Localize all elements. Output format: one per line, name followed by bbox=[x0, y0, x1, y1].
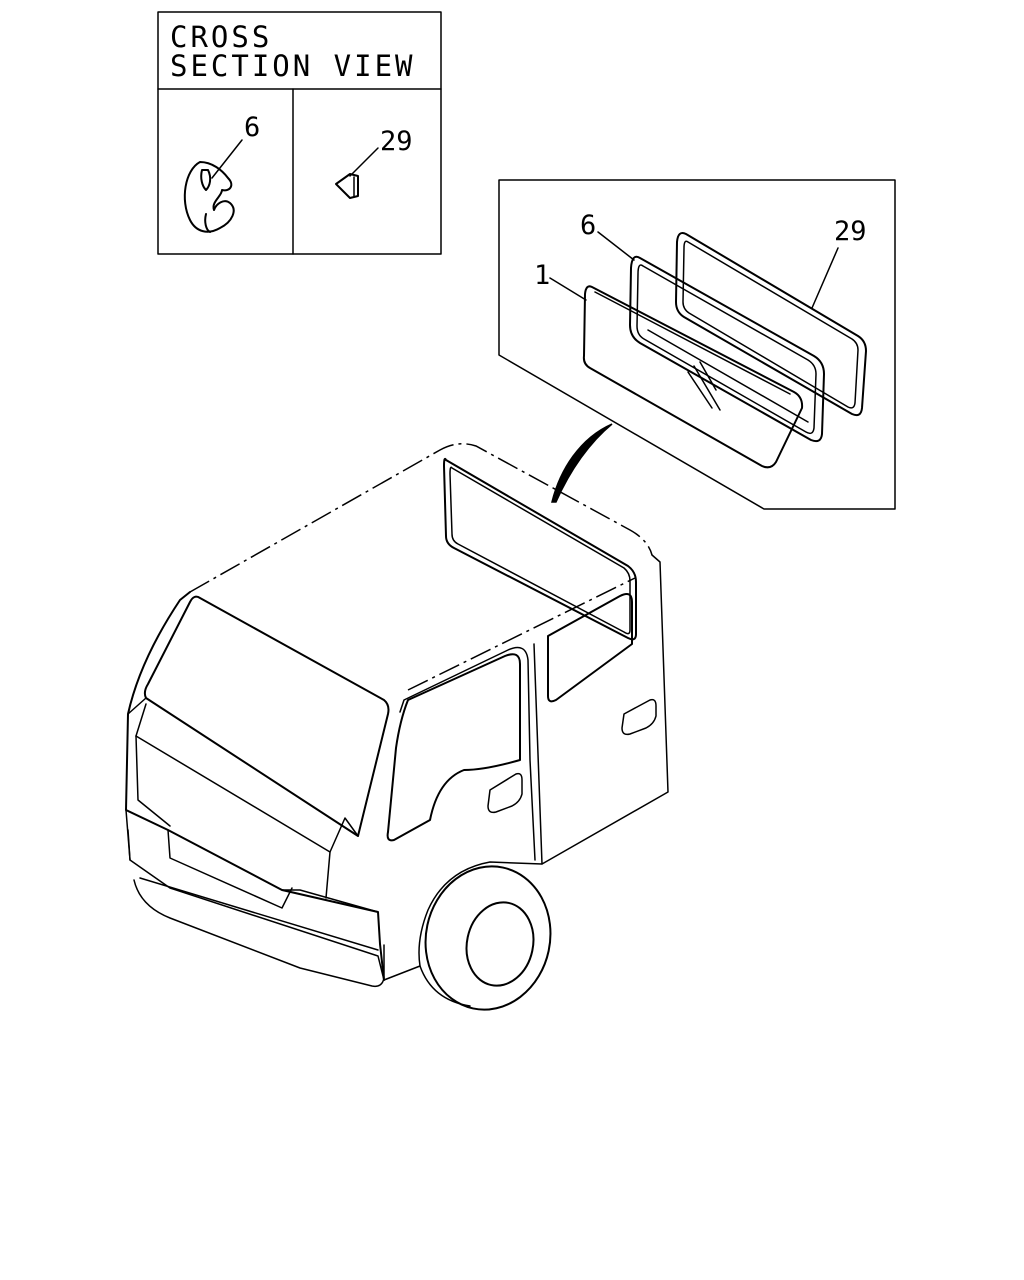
rear-door-frame bbox=[533, 554, 669, 865]
leader-1 bbox=[549, 277, 587, 301]
inset-leader-6 bbox=[211, 139, 243, 179]
weatherstrip-profile-icon bbox=[183, 161, 235, 233]
rear-door-handle bbox=[621, 698, 657, 736]
inset-title-line2: SECTION VIEW bbox=[170, 49, 416, 83]
callout-6: 6 bbox=[580, 210, 596, 241]
inset-leader-29 bbox=[349, 147, 379, 177]
pointer-arrow-icon bbox=[551, 423, 613, 503]
weatherstrip-6 bbox=[629, 255, 825, 443]
cab-front-outline bbox=[125, 591, 385, 981]
front-door-frame bbox=[399, 646, 536, 861]
cab-rear-window bbox=[443, 457, 637, 641]
front-door-handle bbox=[487, 772, 523, 814]
truck-cab-drawing bbox=[125, 443, 669, 1011]
callout-29: 29 bbox=[834, 216, 867, 247]
exploded-view-box: 29 6 1 bbox=[498, 179, 896, 510]
cross-section-inset: CROSS SECTION VIEW 6 29 bbox=[157, 11, 442, 255]
callout-1: 1 bbox=[534, 260, 550, 291]
front-door-window bbox=[386, 653, 521, 842]
seal-29 bbox=[675, 232, 867, 417]
windshield bbox=[143, 595, 390, 837]
front-wheel bbox=[424, 865, 552, 1011]
roof-side-edge bbox=[407, 577, 636, 691]
seal-profile-icon bbox=[335, 173, 359, 199]
leader-29 bbox=[811, 247, 839, 309]
exploded-frame bbox=[498, 179, 896, 510]
rear-door-window bbox=[547, 593, 633, 703]
inset-frame bbox=[157, 11, 442, 255]
front-bumper bbox=[133, 879, 385, 988]
inset-title-line1: CROSS bbox=[170, 20, 272, 54]
glass-1 bbox=[582, 285, 804, 469]
roof-outline bbox=[189, 443, 653, 593]
inset-callout-29: 29 bbox=[380, 126, 413, 157]
inset-callout-6: 6 bbox=[244, 112, 260, 143]
leader-6 bbox=[597, 231, 635, 261]
